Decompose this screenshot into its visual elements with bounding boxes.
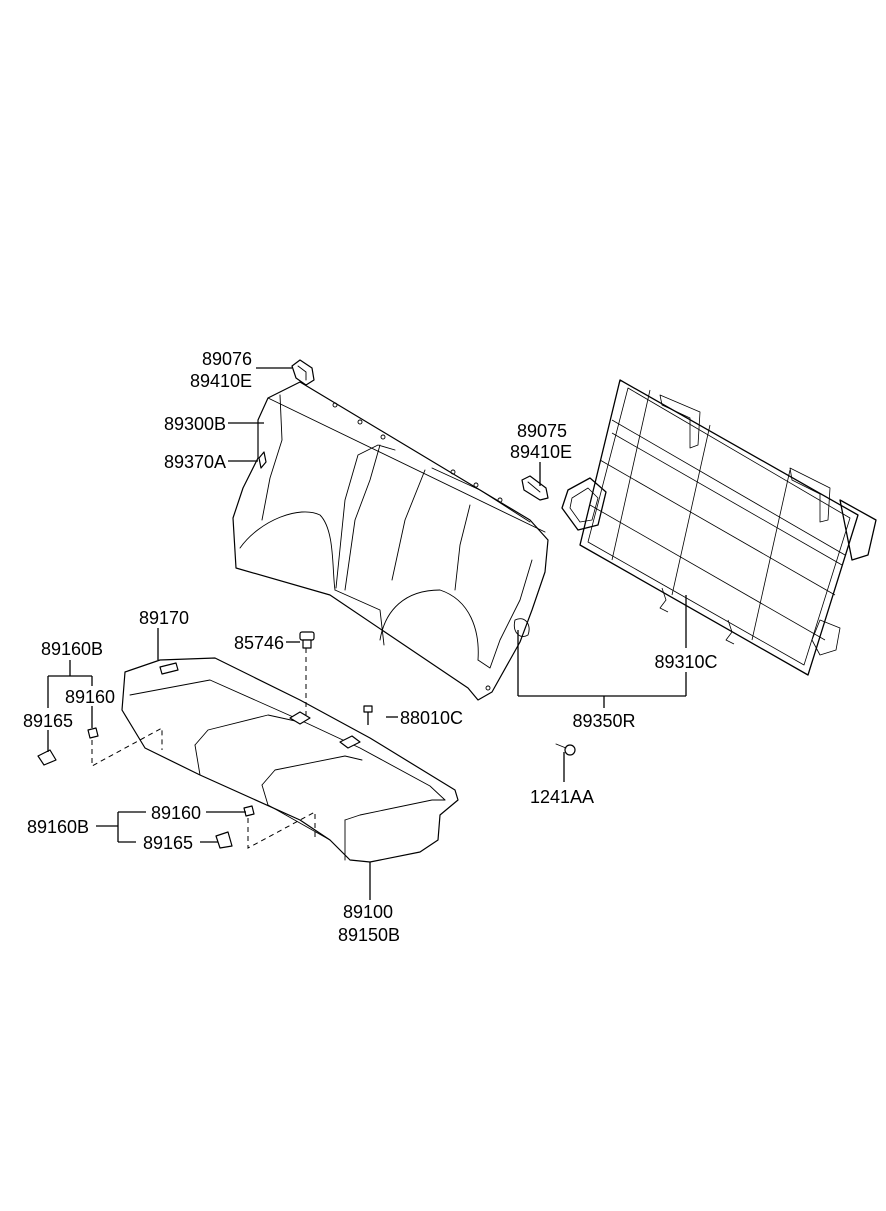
label-89160-bottom: 89160 xyxy=(151,803,201,823)
seat-back-cover xyxy=(232,381,549,701)
part-labels: 89076 89410E 89300B 89370A 89075 89410E … xyxy=(23,349,718,945)
seat-cushion xyxy=(121,657,459,863)
leader-lines xyxy=(47,367,687,900)
label-89350R: 89350R xyxy=(572,711,635,731)
label-89160B-left: 89160B xyxy=(41,639,103,659)
bolt-88010C-icon xyxy=(363,705,373,725)
label-89165-left: 89165 xyxy=(23,711,73,731)
label-89160B-bottom: 89160B xyxy=(27,817,89,837)
label-89370A: 89370A xyxy=(164,452,226,472)
label-89100: 89100 xyxy=(343,902,393,922)
label-89075: 89075 xyxy=(517,421,567,441)
label-89170: 89170 xyxy=(139,608,189,628)
seat-back-frame xyxy=(561,379,877,676)
label-89410E-mid: 89410E xyxy=(510,442,572,462)
label-89160-left: 89160 xyxy=(65,687,115,707)
clip-89075-icon xyxy=(521,475,549,501)
bolt-85746-icon xyxy=(299,631,315,649)
clip-89160-left-icon xyxy=(87,727,99,739)
label-89150B: 89150B xyxy=(338,925,400,945)
clip-89165-bottom-icon xyxy=(215,831,233,849)
label-89310C: 89310C xyxy=(654,652,717,672)
install-guides xyxy=(91,648,316,849)
clip-89076-icon xyxy=(291,359,315,386)
bolt-1241AA-icon xyxy=(555,743,576,756)
label-89165-bottom: 89165 xyxy=(143,833,193,853)
label-89410E-top: 89410E xyxy=(190,371,252,391)
clip-89370A-icon xyxy=(258,451,267,469)
clip-89160-bottom-icon xyxy=(243,805,255,817)
label-1241AA: 1241AA xyxy=(530,787,594,807)
clip-89165-left-icon xyxy=(37,749,57,766)
label-85746: 85746 xyxy=(234,633,284,653)
label-89076: 89076 xyxy=(202,349,252,369)
label-88010C: 88010C xyxy=(400,708,463,728)
label-89300B: 89300B xyxy=(164,414,226,434)
